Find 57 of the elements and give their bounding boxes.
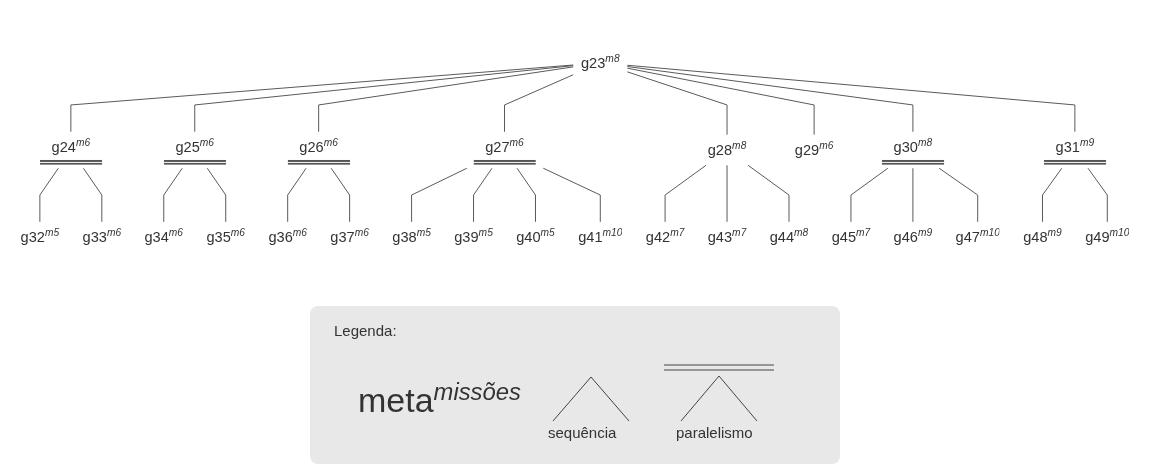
connector (70, 64, 574, 133)
connector (747, 164, 790, 223)
connector (318, 66, 574, 133)
legend-heading: Legenda: (334, 322, 397, 339)
node-text: g25$^{m6}$ (175, 136, 215, 156)
node-text: g24$^{m6}$ (51, 136, 91, 156)
node-text: g34$^{m6}$ (144, 226, 184, 246)
connector (206, 167, 227, 223)
connector (504, 74, 574, 133)
connector (516, 167, 536, 223)
legend-text: paralelismo (676, 424, 753, 441)
node-text: g44$^{m8}$ (769, 226, 809, 246)
node-text: g28$^{m8}$ (707, 139, 747, 159)
connector (330, 167, 351, 223)
node-text: g37$^{m6}$ (330, 226, 369, 246)
node-text: g46$^{m9}$ (893, 226, 933, 246)
connector (938, 167, 979, 223)
node-text: g32$^{m5}$ (20, 226, 60, 246)
node-text: g31$^{m9}$ (1055, 136, 1095, 156)
node-text: g35$^{m6}$ (206, 226, 246, 246)
connector (664, 164, 707, 223)
legend-text: meta$^{missões}$ (358, 378, 521, 421)
node-text: g27$^{m6}$ (485, 136, 524, 156)
connector (626, 64, 1076, 133)
node-text: g30$^{m8}$ (893, 136, 933, 156)
connector (626, 66, 914, 133)
connector (1087, 167, 1108, 223)
node-text: g43$^{m7}$ (707, 226, 747, 246)
connector (194, 65, 574, 133)
connector (542, 167, 601, 223)
legend-text: sequência (548, 424, 617, 441)
connector (287, 167, 307, 223)
connector (626, 71, 728, 136)
connector (82, 167, 103, 223)
connector (626, 67, 815, 136)
node-text: g36$^{m6}$ (268, 226, 307, 246)
node-text: g39$^{m5}$ (454, 226, 493, 246)
connector (912, 167, 914, 223)
node-text: g41$^{m10}$ (578, 226, 623, 246)
connector (726, 164, 728, 223)
node-text: g23$^{m8}$ (580, 52, 620, 71)
node-text: g29$^{m6}$ (794, 139, 834, 159)
node-text: g45$^{m7}$ (831, 226, 871, 246)
node-text: g38$^{m5}$ (392, 226, 431, 246)
node-text: g47$^{m10}$ (955, 226, 1000, 246)
connector (163, 167, 183, 223)
connector (473, 167, 493, 223)
node-text: g42$^{m7}$ (645, 226, 685, 246)
node-text: g49$^{m10}$ (1085, 226, 1130, 246)
node-text: g33$^{m6}$ (82, 226, 122, 246)
node-text: g40$^{m5}$ (516, 226, 555, 246)
connector (39, 167, 59, 223)
connector (850, 167, 889, 223)
connector (411, 167, 468, 223)
node-text: g26$^{m6}$ (299, 136, 338, 156)
node-text: g48$^{m9}$ (1023, 226, 1062, 246)
connector (1042, 167, 1063, 223)
